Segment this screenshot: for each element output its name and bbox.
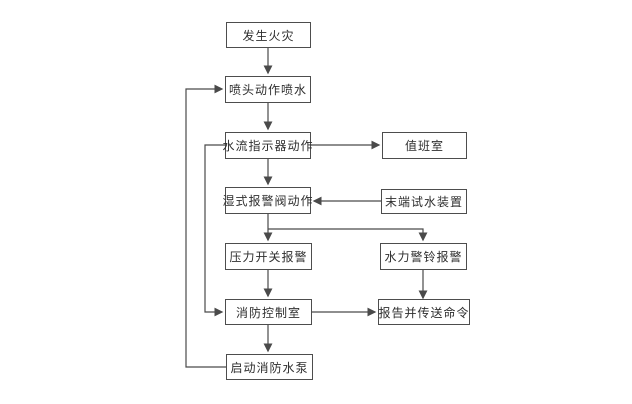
node-end-test-device: 末端试水装置 — [381, 189, 467, 214]
node-report-command: 报告并传送命令 — [378, 299, 470, 325]
node-fire-pump: 启动消防水泵 — [226, 354, 313, 380]
edge-flow-indicator-control-room-feedback — [204, 144, 225, 317]
node-hydraulic-bell: 水力警铃报警 — [380, 243, 467, 270]
edge-fire-pump-sprinkler-feedback — [185, 84, 226, 368]
node-fire: 发生火灾 — [226, 22, 311, 48]
node-wet-valve: 湿式报警阀动作 — [223, 187, 313, 214]
node-control-room: 消防控制室 — [225, 299, 312, 325]
node-duty-room: 值班室 — [382, 132, 467, 159]
edge-wet-valve-hydraulic-bell — [268, 228, 428, 242]
node-pressure-switch: 压力开关报警 — [225, 243, 312, 270]
node-sprinkler: 喷头动作喷水 — [225, 76, 311, 103]
node-flow-indicator: 水流指示器动作 — [223, 132, 313, 159]
